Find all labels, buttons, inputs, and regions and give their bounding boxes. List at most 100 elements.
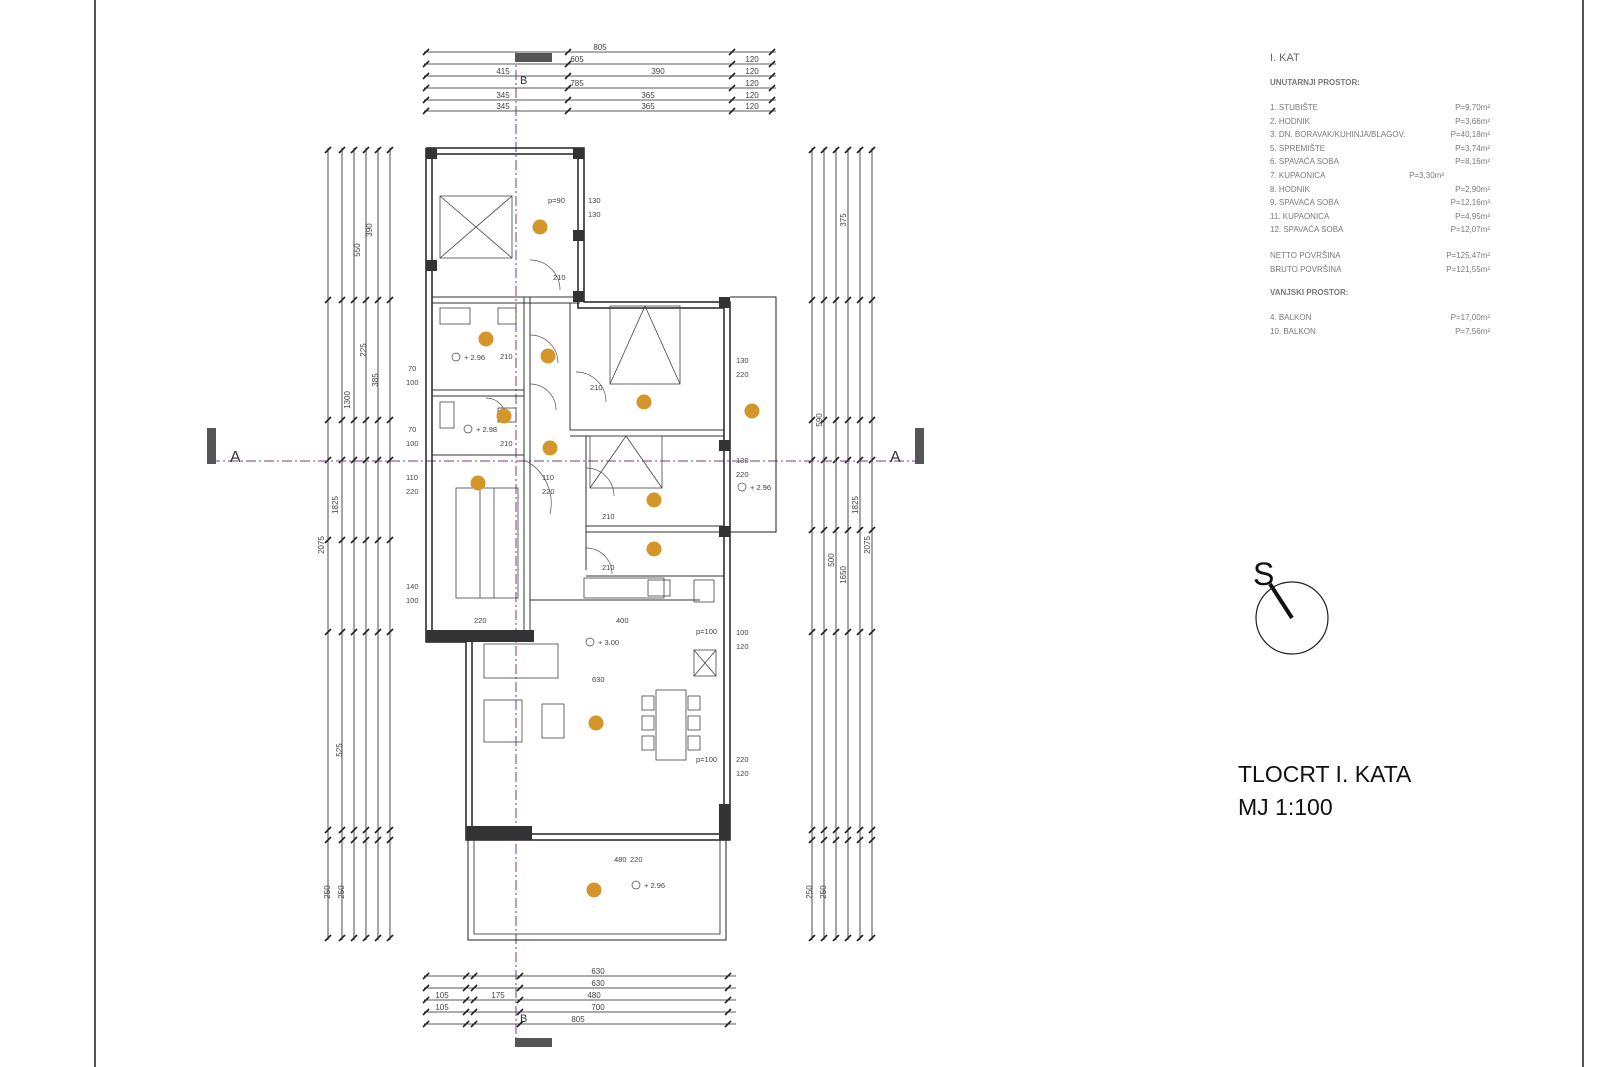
room-name: 6. SPAVAĆA SOBA (1270, 157, 1339, 167)
drawing-title: TLOCRT I. KATA (1238, 761, 1412, 787)
right-dim-label: 375 (839, 213, 848, 227)
door-label: p=90 (548, 196, 565, 205)
right-dim-label: 250 (805, 885, 814, 899)
room-name: 7. KUPAONICA (1270, 170, 1326, 180)
right-dim-label: 500 (827, 553, 836, 567)
drawing-scale: MJ 1:100 (1238, 794, 1333, 820)
interior-walls (432, 296, 724, 630)
door-label: 210 (500, 439, 513, 448)
opening-dim-label: 130 (736, 356, 749, 365)
right-dim-label: 1825 (851, 496, 860, 514)
room-width-label: 220 (474, 616, 487, 625)
opening-dim-label: 220 (736, 370, 749, 379)
top-dim-label: 120 (745, 91, 759, 100)
opening-dim-label: 100 (406, 378, 419, 387)
level-label: + 2.96 (464, 353, 485, 362)
compass-letter: S (1253, 556, 1275, 592)
opening-dim-label: 130 (588, 210, 601, 219)
level-label: + 2.98 (476, 425, 497, 434)
opening-dim-label: 130 (736, 456, 749, 465)
room-name: 11. KUPAONICA (1270, 211, 1330, 221)
bottom-dim-label: 805 (571, 1015, 585, 1024)
exterior-heading: VANJSKI PROSTOR: (1270, 288, 1349, 298)
section-marker-left (207, 428, 216, 464)
top-dim-label: 120 (745, 79, 759, 88)
opening-dim-label: 480 (614, 855, 627, 864)
room-marker (586, 882, 602, 898)
left-dim-label: 550 (353, 243, 362, 257)
opening-dim-label: 220 (406, 487, 419, 496)
room-area: P=121,55m² (1446, 264, 1490, 274)
top-dim-label: 365 (641, 102, 655, 111)
top-dim-label: 390 (651, 67, 665, 76)
opening-dim-label: 220 (630, 855, 643, 864)
legend-title: I. KAT (1270, 52, 1300, 64)
room-marker (478, 331, 494, 347)
top-dim-label: 805 (593, 43, 607, 52)
room-area: P=125,47m² (1446, 250, 1490, 260)
opening-dim-label: 110 (406, 473, 418, 482)
axis-marker-top (515, 53, 552, 62)
top-dim-label: 415 (496, 67, 510, 76)
right-dim-label: 2075 (863, 536, 872, 554)
room-marker (744, 403, 760, 419)
room-marker (470, 475, 486, 491)
room-name: 1. STUBIŠTE (1270, 103, 1319, 112)
top-dim-label: 785 (570, 79, 584, 88)
room-name: 3. DN. BORAVAK/KUHINJA/BLAGOV. (1270, 130, 1406, 140)
opening-dim-label: 100 (406, 596, 419, 605)
room-area: P=3,66m² (1455, 116, 1490, 126)
room-name: NETTO POVRŠINA (1270, 250, 1341, 260)
wall-fills (426, 148, 730, 840)
left-dim-label: 2075 (317, 536, 326, 554)
top-dim-label: 345 (496, 102, 510, 111)
room-area: P=17,00m² (1450, 313, 1490, 323)
room-area: P=4,95m² (1455, 211, 1490, 221)
door-label: p=100 (696, 627, 717, 636)
room-name: 8. HODNIK (1270, 184, 1311, 194)
room-area: P=9,70m² (1455, 103, 1490, 112)
left-dim-label: 385 (371, 373, 380, 387)
legend-row: NETTO POVRŠINA P=125,47m² (1270, 249, 1510, 263)
compass-circle (1255, 581, 1329, 655)
opening-dim-label: 120 (736, 769, 749, 778)
sheet-border-left (94, 0, 96, 1067)
opening-dim-label: 70 (408, 364, 416, 373)
opening-dim-label: 220 (736, 755, 749, 764)
opening-dim-label: 110 (542, 473, 554, 482)
legend-row: 4. BALKON P=17,00m² (1270, 311, 1510, 325)
level-mark (451, 352, 461, 362)
right-dim-label: 590 (815, 413, 824, 427)
room-name: 12. SPAVAĆA SOBA (1270, 225, 1344, 235)
room-name: 5. SPREMIŠTE (1270, 143, 1326, 153)
opening-dim-label: 220 (736, 470, 749, 479)
room-area: P=40,18m² (1450, 130, 1490, 140)
right-dim-label: 1650 (839, 566, 848, 584)
room-area: P=3,74m² (1455, 143, 1490, 153)
bottom-dim-label: 700 (591, 1003, 605, 1012)
room-marker (496, 408, 512, 424)
bottom-dim-label: 480 (587, 991, 601, 1000)
top-dim-label: 120 (745, 55, 759, 64)
room-width-label: 630 (592, 675, 605, 684)
section-marker-right (915, 428, 924, 464)
door-label: 210 (602, 563, 615, 572)
room-marker (636, 394, 652, 410)
room-marker (542, 440, 558, 456)
compass-needle (1268, 582, 1294, 620)
top-dim-label: 345 (496, 91, 510, 100)
furniture (439, 195, 717, 761)
door-label: 210 (553, 273, 566, 282)
opening-dim-label: 220 (542, 487, 555, 496)
room-name: 4. BALKON (1270, 313, 1312, 323)
top-dim-label: 120 (745, 102, 759, 111)
legend-row: 5. SPREMIŠTE P=3,74m² (1270, 142, 1510, 156)
